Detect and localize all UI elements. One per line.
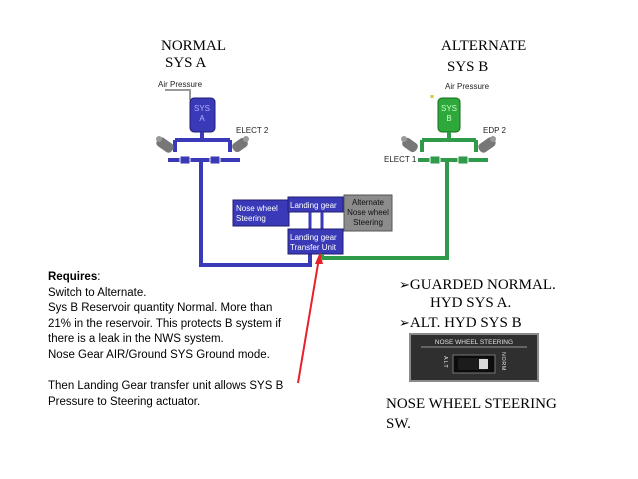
left-reservoir-label: SYS bbox=[194, 104, 210, 113]
sys-b-check-valve-2 bbox=[457, 155, 469, 165]
right-reservoir-label: SYS bbox=[441, 104, 457, 113]
right-reservoir-label-2: B bbox=[446, 114, 451, 123]
bullet-text: GUARDED NORMAL. bbox=[409, 277, 556, 293]
alternate-nws-label: Alternate bbox=[352, 198, 385, 207]
elect-2-pump bbox=[232, 136, 249, 153]
bullet-alt-hyd-sys-b: ➢ALT. HYD SYS B bbox=[399, 313, 522, 333]
left-reservoir-label-2: A bbox=[199, 114, 205, 123]
requirement-line: Sys B Reservoir quantity Normal. More th… bbox=[48, 302, 273, 315]
switch-caption-line-1: NOSE WHEEL STEERING bbox=[386, 396, 557, 412]
requirement-line: Switch to Alternate. bbox=[48, 286, 147, 299]
sys-b-pump-drops bbox=[420, 140, 478, 152]
normal-heading: NORMAL bbox=[161, 38, 227, 54]
bullet-hyd-sys-a: HYD SYS A. bbox=[430, 295, 512, 311]
elect-1-label: ELECT 1 bbox=[384, 155, 417, 164]
left-air-pressure-label: Air Pressure bbox=[158, 80, 203, 89]
landing-gear-box: Landing gear bbox=[287, 196, 344, 213]
requirements-title: Requires: bbox=[48, 270, 283, 286]
elect-2-label: ELECT 2 bbox=[236, 126, 269, 135]
nose-wheel-steering-label-2: Steering bbox=[236, 214, 266, 223]
requirement-spacer bbox=[48, 364, 283, 380]
sys-a-pressure-line bbox=[199, 160, 312, 267]
switch-norm-label: NORM bbox=[500, 352, 506, 371]
requirement-line: 21% in the reservoir. This protects B sy… bbox=[48, 317, 282, 330]
switch-caption-line-2: SW. bbox=[386, 416, 411, 432]
transfer-unit-label: Landing gear bbox=[290, 233, 337, 242]
switch-lever bbox=[479, 359, 488, 369]
bullet-text: ALT. HYD SYS B bbox=[409, 315, 522, 331]
landing-gear-label: Landing gear bbox=[290, 201, 337, 210]
requirements-title-bold: Requires bbox=[48, 271, 98, 283]
requirement-line: Nose Gear AIR/Ground SYS Ground mode. bbox=[48, 348, 270, 361]
switch-panel-title: NOSE WHEEL STEERING bbox=[435, 339, 513, 346]
alternate-heading: ALTERNATE bbox=[441, 38, 527, 54]
alternate-nws-label-2: Nose wheel bbox=[347, 208, 389, 217]
nose-wheel-steering-box: Nose wheel Steering bbox=[232, 199, 290, 227]
elect-1-pump bbox=[401, 136, 418, 153]
sys-a-check-valve-2 bbox=[209, 155, 221, 165]
requirements-title-colon: : bbox=[97, 271, 101, 283]
sys-a-pump-drops bbox=[173, 140, 232, 152]
switch-alt-label: ALT bbox=[442, 356, 448, 369]
edp-1-pump bbox=[156, 136, 174, 153]
alternate-nws-box: Alternate Nose wheel Steering bbox=[343, 194, 393, 232]
transfer-unit-box: Landing gear Transfer Unit bbox=[287, 228, 344, 255]
requirement-line: Then Landing Gear transfer unit allows S… bbox=[48, 380, 284, 393]
bullet-guarded-normal: ➢GUARDED NORMAL. bbox=[399, 275, 556, 295]
bullet-arrow-icon: ➢ bbox=[399, 315, 410, 330]
nose-wheel-steering-label: Nose wheel bbox=[236, 204, 278, 213]
right-air-pressure-label: Air Pressure bbox=[445, 82, 490, 91]
landing-gear-link bbox=[308, 212, 324, 229]
requirements-block: Requires: Switch to Alternate. Sys B Res… bbox=[48, 270, 283, 410]
alternate-nws-label-3: Steering bbox=[353, 218, 383, 227]
bullet-arrow-icon: ➢ bbox=[399, 277, 410, 292]
requirement-line: there is a leak in the NWS system. bbox=[48, 333, 224, 346]
sys-b-pressure-line bbox=[322, 160, 449, 260]
left-air-line bbox=[165, 89, 191, 100]
pointer-arrow-head bbox=[315, 252, 323, 264]
sys-a-heading: SYS A bbox=[165, 55, 207, 71]
edp-1-label-mask bbox=[138, 162, 168, 168]
switch-panel-graphic: NOSE WHEEL STEERING ALT NORM bbox=[421, 339, 527, 374]
sys-b-heading: SYS B bbox=[447, 59, 489, 75]
sys-a-check-valve-1 bbox=[179, 155, 191, 165]
requirement-line: Pressure to Steering actuator. bbox=[48, 395, 201, 408]
nose-wheel-steering-switch-panel: NOSE WHEEL STEERING ALT NORM bbox=[409, 333, 539, 382]
edp-2-label: EDP 2 bbox=[483, 126, 507, 135]
sys-b-check-valve-1 bbox=[429, 155, 441, 165]
transfer-unit-label-2: Transfer Unit bbox=[290, 243, 337, 252]
pointer-arrow-line bbox=[297, 257, 320, 384]
edp-2-pump bbox=[478, 136, 496, 153]
